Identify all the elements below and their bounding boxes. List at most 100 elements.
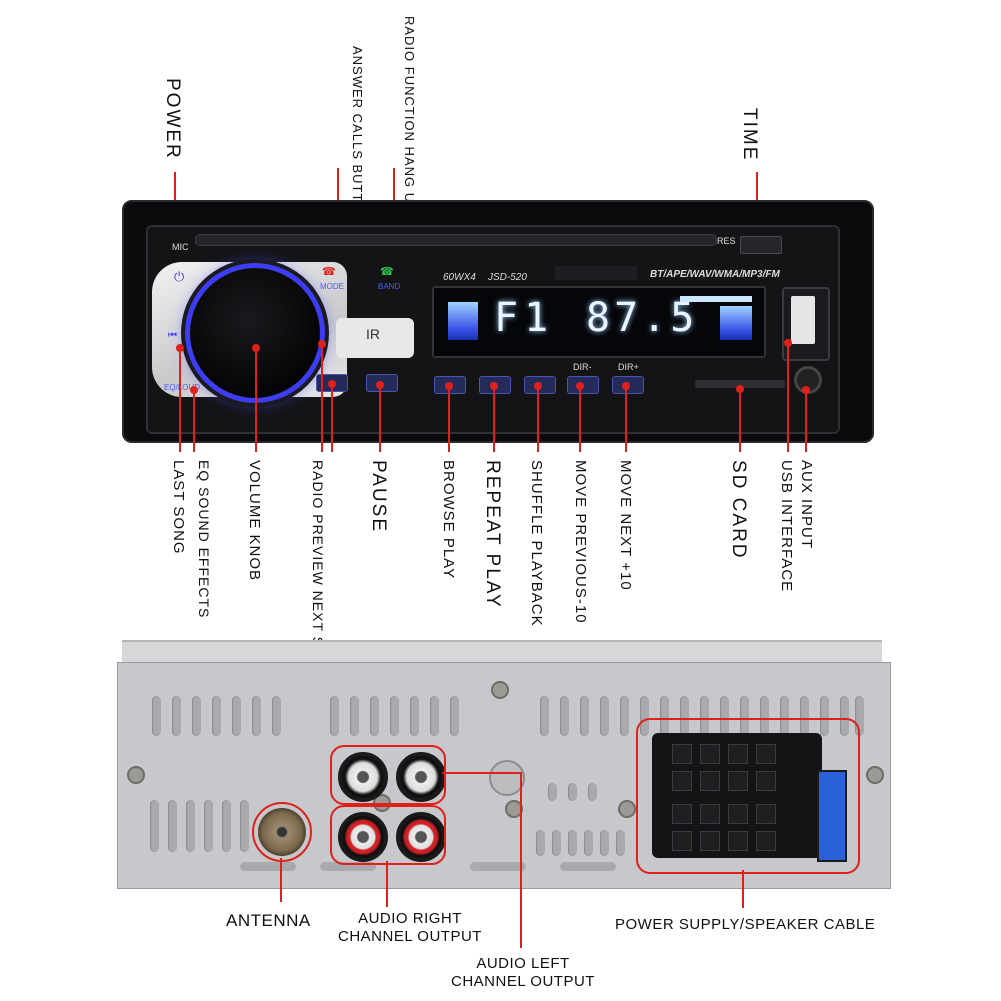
lcd-frequency-text: 87.5	[586, 295, 699, 341]
time-label: TIME	[739, 108, 760, 162]
power-supply-label: POWER SUPPLY/SPEAKER CABLE	[615, 916, 876, 933]
next-song-line	[321, 344, 323, 452]
screw-connector	[618, 800, 636, 818]
connector-pin	[672, 804, 692, 824]
audio-left-callout-v	[520, 772, 522, 948]
sensor-strip	[555, 266, 637, 280]
power-icon[interactable]: ⏻	[174, 269, 185, 284]
model-power-text: 60WX4	[443, 272, 476, 283]
phone-hangup-icon[interactable]: ☎	[380, 266, 394, 278]
time-button[interactable]	[740, 236, 782, 254]
vent-bottom	[560, 862, 616, 871]
vent-top	[370, 696, 379, 736]
connector-pin	[700, 771, 720, 791]
vent-top	[212, 696, 221, 736]
vent-top	[700, 696, 709, 736]
vent-center-low	[568, 830, 577, 856]
screw-center	[505, 800, 523, 818]
res-text: RES	[717, 236, 736, 246]
vent-top	[232, 696, 241, 736]
connector-pin	[756, 744, 776, 764]
vent-center	[568, 783, 577, 801]
prev-track-icon[interactable]: ⏮	[168, 330, 177, 341]
volume-knob-label: VOLUME KNOB	[246, 460, 263, 582]
eq-sound-label: EQ SOUND EFFECTS	[196, 460, 212, 619]
dir-plus-text: DIR+	[618, 362, 639, 372]
mic-text: MIC	[172, 242, 189, 252]
band-text[interactable]: BAND	[378, 282, 401, 291]
lcd-level-bar	[680, 296, 752, 302]
screw-left	[127, 766, 145, 784]
move-previous-label: MOVE PREVIOUS-10	[572, 460, 589, 624]
radio-function-label: RADIO FUNCTION HANG UP	[402, 16, 417, 213]
vent-center	[588, 783, 597, 801]
vent-top	[780, 696, 789, 736]
vent-top	[800, 696, 809, 736]
move-next-label: MOVE NEXT +10	[617, 460, 634, 591]
rca-white-highlight	[330, 745, 446, 805]
rca-white-1[interactable]	[338, 752, 388, 802]
audio-right-callout-line	[386, 861, 388, 907]
usb-port[interactable]	[791, 296, 815, 344]
eq-loud-text[interactable]: EQ/LOUD	[164, 383, 201, 392]
lcd-eq-bars-left	[448, 302, 478, 340]
vent-bottom	[240, 862, 296, 871]
sd-card-slot[interactable]	[695, 380, 785, 388]
connector-highlight	[636, 718, 860, 874]
rca-red-1[interactable]	[338, 812, 388, 862]
pause-line	[379, 385, 381, 452]
answer-calls-label: ANSWER CALLS BUTTON	[350, 46, 365, 224]
ir-window	[336, 318, 414, 358]
connector-pin	[756, 771, 776, 791]
vent-top	[410, 696, 419, 736]
usb-line	[787, 343, 789, 452]
dir-minus-text: DIR-	[573, 362, 592, 372]
vent-center-low	[616, 830, 625, 856]
vent-top	[430, 696, 439, 736]
vent-top	[272, 696, 281, 736]
volume-line	[255, 348, 257, 452]
audio-left-callout-h	[442, 772, 522, 774]
vent-top	[855, 696, 864, 736]
screw-top-center	[491, 681, 509, 699]
aux-input-label: AUX INPUT	[798, 460, 815, 550]
vent-center-low	[536, 830, 545, 856]
vent-lower-left	[222, 800, 231, 852]
vent-top	[560, 696, 569, 736]
browse-line	[448, 386, 450, 452]
connector-pin	[728, 804, 748, 824]
vent-top	[820, 696, 829, 736]
audio-left-label: AUDIO LEFT CHANNEL OUTPUT	[451, 955, 595, 990]
phone-answer-icon[interactable]: ☎	[322, 266, 336, 278]
vent-top	[330, 696, 339, 736]
connector-pin	[700, 804, 720, 824]
last-song-line	[179, 348, 181, 452]
connector-pin	[700, 744, 720, 764]
vent-top	[840, 696, 849, 736]
vent-top	[620, 696, 629, 736]
vent-top	[740, 696, 749, 736]
power-supply-callout-line	[742, 870, 744, 908]
vent-center	[548, 783, 557, 801]
vent-center-low	[600, 830, 609, 856]
vent-top	[680, 696, 689, 736]
mode-text[interactable]: MODE	[320, 282, 344, 291]
vent-bottom	[320, 862, 376, 871]
connector-pin	[756, 831, 776, 851]
vent-lower-left	[168, 800, 177, 852]
disc-slot	[195, 234, 717, 246]
connector-pin	[672, 831, 692, 851]
audio-right-label: AUDIO RIGHT CHANNEL OUTPUT	[338, 910, 482, 945]
rca-red-highlight	[330, 805, 446, 865]
last-song-label: LAST SONG	[170, 460, 187, 555]
vent-lower-left	[240, 800, 249, 852]
connector-pin	[728, 831, 748, 851]
vent-top	[390, 696, 399, 736]
ir-text: IR	[366, 326, 380, 342]
shuffle-line	[537, 386, 539, 452]
ground-post	[489, 760, 525, 796]
fuse	[817, 770, 847, 862]
vent-center-low	[552, 830, 561, 856]
connector-pin	[756, 804, 776, 824]
vent-top	[720, 696, 729, 736]
